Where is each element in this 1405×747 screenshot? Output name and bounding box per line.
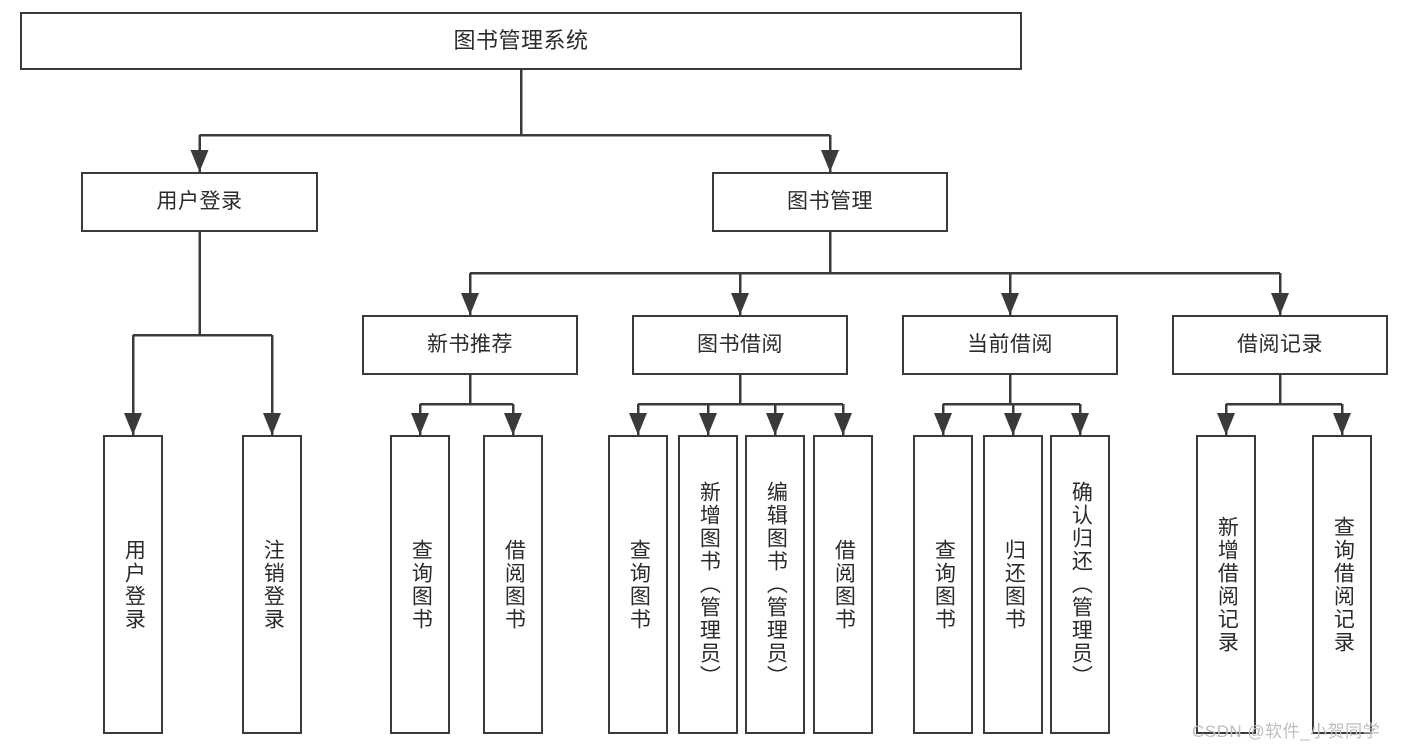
arrowhead-leaf-br-query [1333,413,1351,435]
node-leaf-bb-edit[interactable]: 编辑图书（管理员） [745,435,805,734]
node-label: 确认归还（管理员） [1069,481,1093,688]
node-label: 借阅图书 [832,538,856,631]
node-leaf-rec-query[interactable]: 查询图书 [390,435,450,734]
node-user-login[interactable]: 用户登录 [81,172,318,232]
node-label: 图书借阅 [697,332,783,356]
node-borrow-record[interactable]: 借阅记录 [1172,315,1388,375]
arrowhead-borrow-record [1271,293,1289,315]
arrowhead-leaf-cb-confirm [1071,413,1089,435]
node-leaf-br-add[interactable]: 新增借阅记录 [1196,435,1256,734]
node-label: 新增图书（管理员） [697,481,721,688]
arrowhead-leaf-user-login [124,413,142,435]
arrowhead-book-borrow [731,293,749,315]
node-label: 查询图书 [932,538,956,631]
node-label: 当前借阅 [967,332,1053,356]
arrowhead-leaf-rec-query [411,413,429,435]
node-current-borrow[interactable]: 当前借阅 [902,315,1118,375]
node-leaf-br-query[interactable]: 查询借阅记录 [1312,435,1372,734]
node-label: 查询图书 [409,538,433,631]
node-leaf-cb-query[interactable]: 查询图书 [913,435,973,734]
node-leaf-user-login[interactable]: 用户登录 [103,435,163,734]
watermark: CSDN @软件_小贺同学 [1192,722,1381,741]
arrowhead-leaf-bb-borrow [834,413,852,435]
arrowhead-leaf-br-add [1217,413,1235,435]
node-label: 归还图书 [1002,538,1026,631]
node-label: 借阅图书 [502,538,526,631]
node-label: 注销登录 [261,538,285,631]
node-leaf-cb-confirm[interactable]: 确认归还（管理员） [1050,435,1110,734]
node-label: 用户登录 [122,538,146,631]
node-leaf-rec-borrow[interactable]: 借阅图书 [483,435,543,734]
node-label: 图书管理 [787,189,873,213]
arrowhead-book-manage [821,150,839,172]
arrowhead-new-book-rec [461,293,479,315]
node-leaf-bb-borrow[interactable]: 借阅图书 [813,435,873,734]
node-label: 用户登录 [156,189,243,213]
node-leaf-bb-add[interactable]: 新增图书（管理员） [678,435,738,734]
arrowhead-leaf-bb-add [699,413,717,435]
arrowhead-current-borrow [1001,293,1019,315]
arrowhead-leaf-user-logout [263,413,281,435]
node-leaf-user-logout[interactable]: 注销登录 [242,435,302,734]
node-leaf-bb-query[interactable]: 查询图书 [608,435,668,734]
node-label: 新增借阅记录 [1215,515,1239,654]
node-label: 编辑图书（管理员） [764,481,788,688]
arrowhead-user-login [190,150,209,172]
arrowhead-leaf-bb-query [629,413,647,435]
node-label: 图书管理系统 [453,28,589,54]
node-label: 新书推荐 [427,332,513,356]
node-book-manage[interactable]: 图书管理 [712,172,948,232]
node-new-book-rec[interactable]: 新书推荐 [362,315,578,375]
arrowhead-leaf-cb-query [934,413,952,435]
node-leaf-cb-return[interactable]: 归还图书 [983,435,1043,734]
node-root[interactable]: 图书管理系统 [20,12,1022,70]
node-label: 查询借阅记录 [1331,515,1355,654]
arrowhead-leaf-bb-edit [766,413,784,435]
node-book-borrow[interactable]: 图书借阅 [632,315,848,375]
node-label: 查询图书 [627,538,651,631]
arrowhead-leaf-cb-return [1004,413,1022,435]
node-label: 借阅记录 [1237,332,1323,356]
arrowhead-leaf-rec-borrow [504,413,522,435]
